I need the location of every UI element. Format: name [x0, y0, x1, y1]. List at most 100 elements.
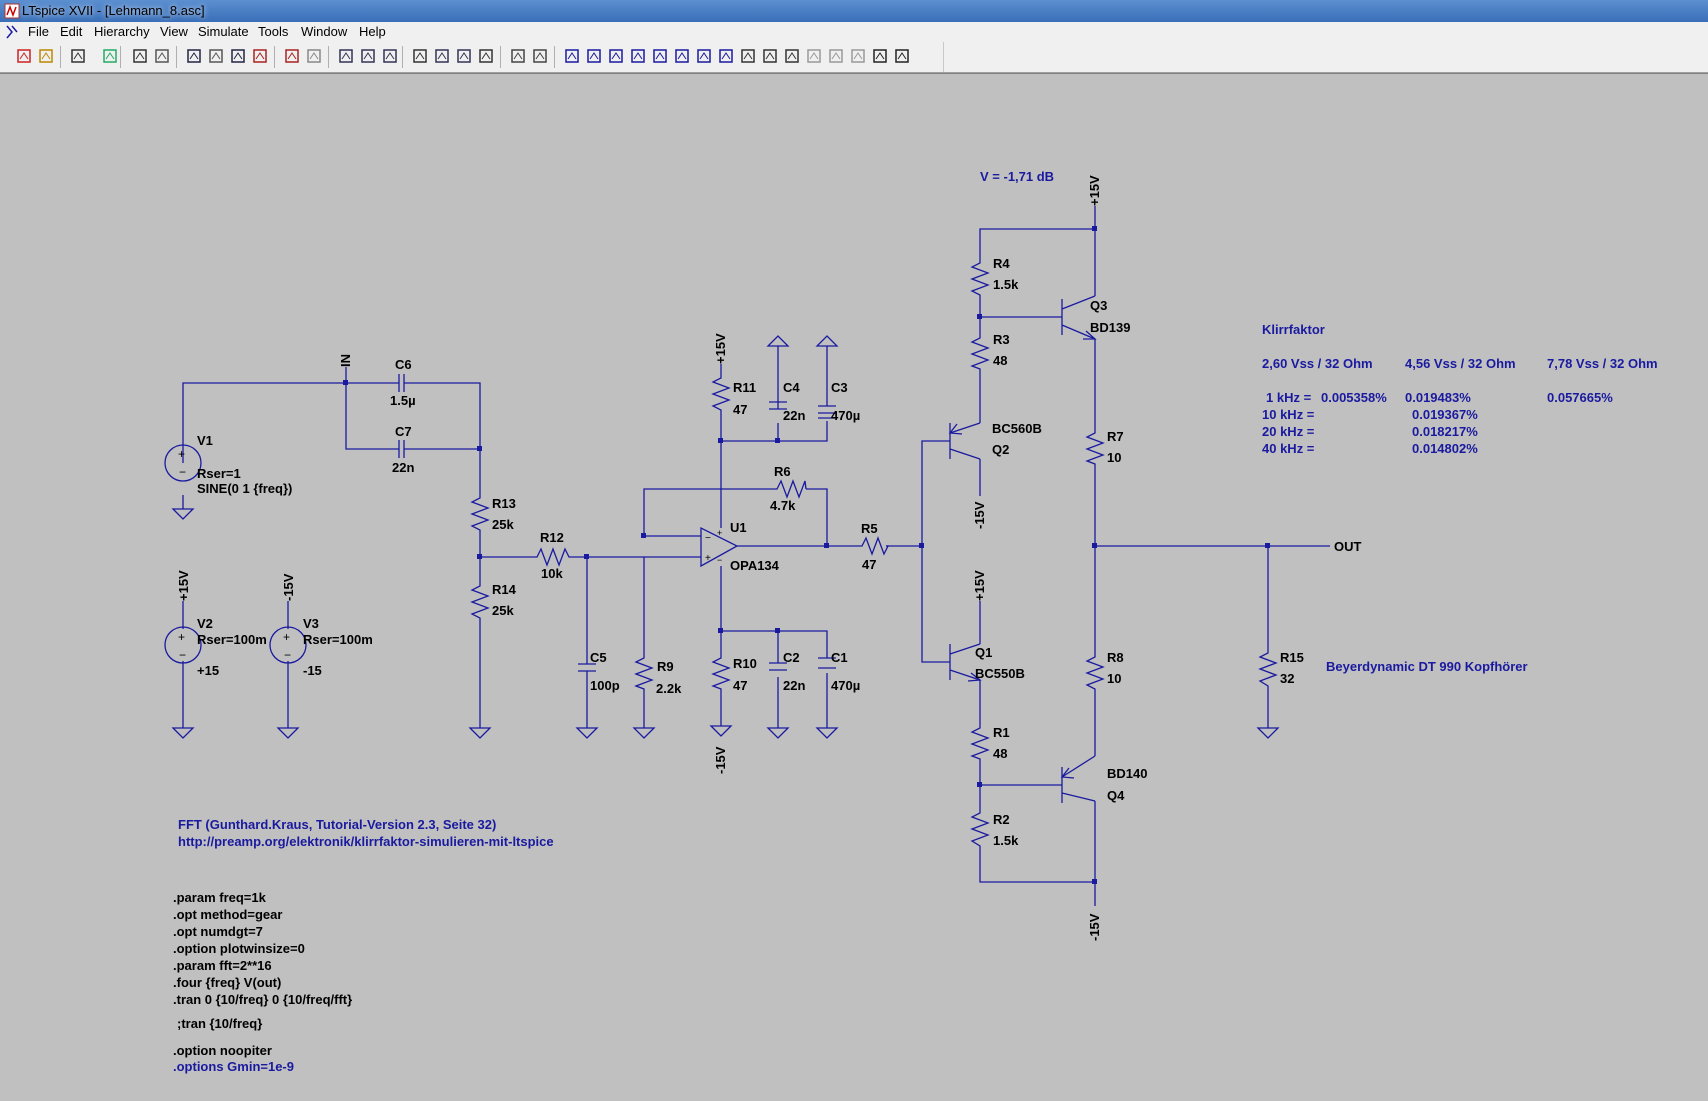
- menu-hierarchy[interactable]: Hierarchy: [94, 24, 150, 39]
- capacitor-symbols[interactable]: [393, 374, 836, 678]
- menu-tools[interactable]: Tools: [258, 24, 289, 39]
- R3-symbol: [970, 331, 990, 371]
- zoom-in-icon[interactable]: [184, 46, 204, 66]
- zoom-reset-icon[interactable]: [304, 46, 324, 66]
- run-icon[interactable]: [130, 46, 150, 66]
- klirr-row1-v2: 0.019483%: [1405, 390, 1471, 405]
- V1-rser: Rser=1: [197, 466, 241, 481]
- U1-name: U1: [730, 520, 747, 535]
- Q1-name: Q1: [975, 645, 992, 660]
- svg-text:+: +: [178, 630, 185, 644]
- redo-icon[interactable]: [804, 46, 824, 66]
- R7-symbol: [1085, 426, 1105, 466]
- transistor-symbols[interactable]: [948, 295, 1097, 803]
- zoom-fit-icon[interactable]: [250, 46, 270, 66]
- toolbar-empty-area: [943, 42, 1708, 72]
- C2-symbol: [769, 662, 787, 671]
- menu-edit[interactable]: Edit: [60, 24, 83, 39]
- Q1-value: BC550B: [975, 666, 1025, 681]
- spice-directives[interactable]: .param freq=1k .opt method=gear .opt num…: [173, 890, 352, 1074]
- tile-vertical-icon[interactable]: [358, 46, 378, 66]
- Q1-symbol: [949, 643, 982, 682]
- menu-view[interactable]: View: [160, 24, 188, 39]
- find-icon[interactable]: [476, 46, 496, 66]
- open-icon[interactable]: [36, 46, 56, 66]
- net-pos15-v2: +15V: [176, 570, 191, 601]
- toolbar-separator: [554, 46, 555, 68]
- drag-icon[interactable]: [760, 46, 780, 66]
- R8-value: 10: [1107, 671, 1121, 686]
- menu-window[interactable]: Window: [301, 24, 348, 39]
- menu-simulate[interactable]: Simulate: [198, 24, 249, 39]
- tile-horizontal-icon[interactable]: [336, 46, 356, 66]
- net-labels: IN OUT +15V -15V +15V -15V +15V -15V +15…: [176, 175, 1362, 941]
- zoom-out-icon[interactable]: [228, 46, 248, 66]
- R2-symbol: [970, 806, 990, 851]
- resistor-icon[interactable]: [628, 46, 648, 66]
- label-net-icon[interactable]: [606, 46, 626, 66]
- move-icon[interactable]: [738, 46, 758, 66]
- directive-opt-numdgt: .opt numdgt=7: [173, 924, 263, 939]
- R5-name: R5: [861, 521, 878, 536]
- klirr-row4-v2: 0.014802%: [1412, 441, 1478, 456]
- net-in-label: IN: [338, 354, 353, 367]
- Q2-symbol: [948, 422, 981, 460]
- halt-icon[interactable]: [152, 46, 172, 66]
- paste-icon[interactable]: [454, 46, 474, 66]
- R9-name: R9: [657, 659, 674, 674]
- component-icon[interactable]: [716, 46, 736, 66]
- C7-name: C7: [395, 424, 412, 439]
- resistor-symbols[interactable]: [470, 256, 1278, 851]
- cascade-icon[interactable]: [380, 46, 400, 66]
- klirr-col2: 4,56 Vss / 32 Ohm: [1405, 356, 1516, 371]
- capacitor-icon[interactable]: [650, 46, 670, 66]
- print-icon[interactable]: [530, 46, 550, 66]
- V2-name: V2: [197, 616, 213, 631]
- toolbar-separator: [176, 46, 177, 68]
- ltspice-app-icon[interactable]: [4, 3, 20, 19]
- autoscale-icon[interactable]: [282, 46, 302, 66]
- copy-icon[interactable]: [432, 46, 452, 66]
- svg-text:−: −: [284, 648, 291, 662]
- R2-name: R2: [993, 812, 1010, 827]
- V3-symbol: +−: [269, 626, 307, 664]
- child-window-icon[interactable]: [4, 24, 18, 40]
- spice-directive-icon[interactable]: [892, 46, 912, 66]
- R10-name: R10: [733, 656, 757, 671]
- Q4-symbol: [1060, 755, 1096, 803]
- draw-wire-icon[interactable]: [562, 46, 582, 66]
- Q4-value: BD140: [1107, 766, 1147, 781]
- C6-symbol: [393, 374, 410, 392]
- mirror-icon[interactable]: [848, 46, 868, 66]
- inductor-icon[interactable]: [672, 46, 692, 66]
- U1-value: OPA134: [730, 558, 780, 573]
- diode-icon[interactable]: [694, 46, 714, 66]
- new-schematic-icon[interactable]: [14, 46, 34, 66]
- net-neg15-q2: -15V: [972, 501, 987, 529]
- directive-four: .four {freq} V(out): [173, 975, 281, 990]
- net-pos15-r11: +15V: [713, 333, 728, 364]
- R14-name: R14: [492, 582, 517, 597]
- print-preview-icon[interactable]: [508, 46, 528, 66]
- C5-value: 100p: [590, 678, 620, 693]
- text-icon[interactable]: [870, 46, 890, 66]
- menu-help[interactable]: Help: [359, 24, 386, 39]
- save-icon[interactable]: [68, 46, 88, 66]
- undo-icon[interactable]: [782, 46, 802, 66]
- schematic-drawing[interactable]: +− +− +− − + + − V1 Rse: [0, 74, 1708, 1101]
- ground-icon[interactable]: [584, 46, 604, 66]
- R12-name: R12: [540, 530, 564, 545]
- C4-symbol: [769, 401, 787, 410]
- menu-file[interactable]: File: [28, 24, 49, 39]
- pan-icon[interactable]: [206, 46, 226, 66]
- control-panel-icon[interactable]: [100, 46, 120, 66]
- schematic-canvas[interactable]: +− +− +− − + + − V1 Rse: [0, 73, 1708, 1101]
- R13-name: R13: [492, 496, 516, 511]
- cut-icon[interactable]: [410, 46, 430, 66]
- rotate-icon[interactable]: [826, 46, 846, 66]
- directive-gmin: .options Gmin=1e-9: [173, 1059, 294, 1074]
- V1-symbol: +−: [164, 444, 202, 482]
- voltage-sources[interactable]: +− +− +−: [164, 444, 307, 664]
- opamp-U1-symbol[interactable]: − + + −: [700, 526, 739, 568]
- component-labels: V1 Rser=1 SINE(0 1 {freq}) V2 Rser=100m …: [197, 256, 1304, 848]
